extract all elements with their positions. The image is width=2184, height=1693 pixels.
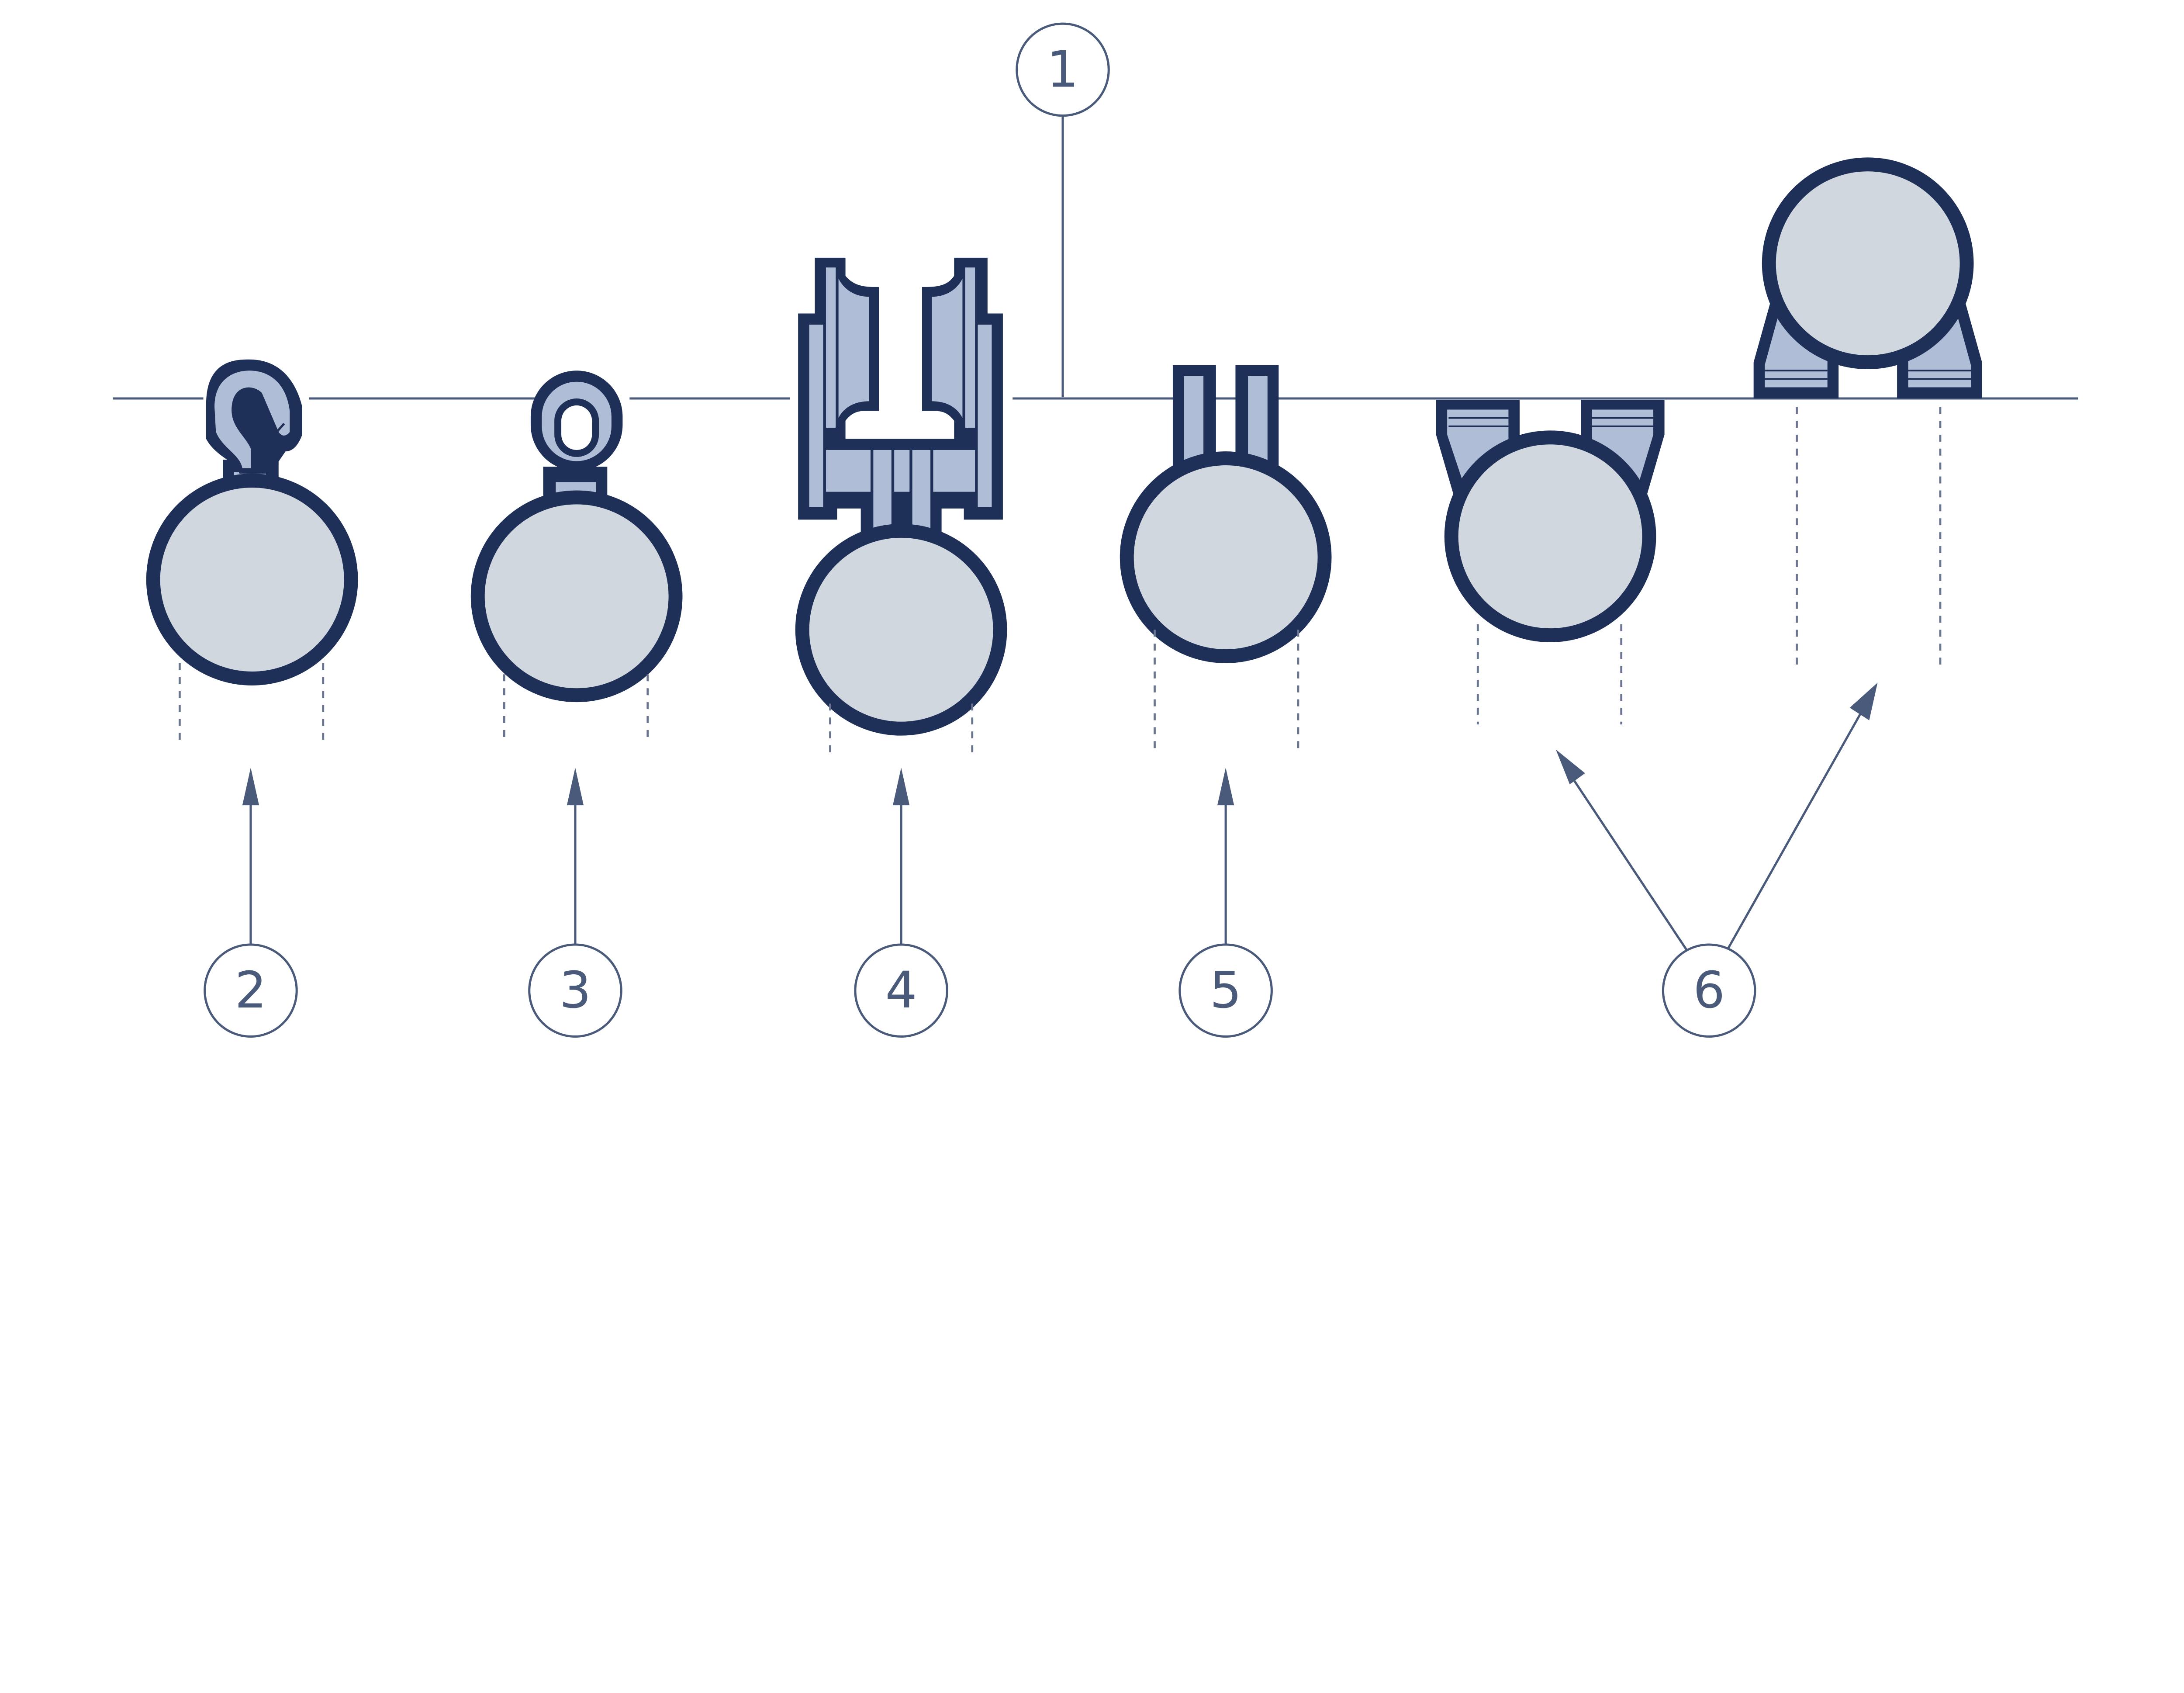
arrow-head-icon [1217,768,1234,806]
arrow-head-icon [1849,682,1878,720]
pipe-support-diagram: 1 2 3 4 5 6 [113,22,2078,1038]
callout-2: 2 [204,768,298,1038]
callout-4: 4 [854,768,948,1038]
arrow-head-icon [1555,749,1585,785]
callout-3-label: 3 [559,961,591,1020]
hook-hanger [146,359,358,743]
callout-6-label: 6 [1693,961,1725,1020]
eye-hanger [470,370,683,743]
peg-support [1120,365,1332,752]
saddle-support-resting [1753,157,1982,666]
callout-6: 6 [1555,682,1878,1038]
arrow-head-icon [893,768,910,806]
callout-1: 1 [1016,22,1110,397]
callout-2-label: 2 [235,961,266,1020]
callout-3: 3 [528,768,622,1038]
clamp-block-support [795,257,1007,752]
arrow-head-icon [242,768,259,806]
saddle-support-hanging [1436,400,1665,725]
callout-5: 5 [1178,768,1273,1038]
callout-4-label: 4 [885,961,917,1020]
callout-1-label: 1 [1047,40,1079,99]
callout-5-label: 5 [1210,961,1242,1020]
arrow-head-icon [567,768,584,806]
